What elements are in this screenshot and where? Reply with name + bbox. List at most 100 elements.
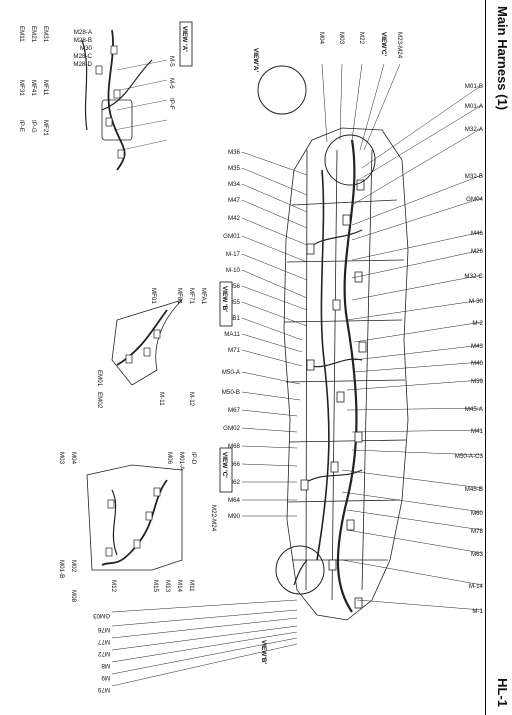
callout: M02 bbox=[70, 560, 77, 573]
callout: IP-G bbox=[30, 120, 37, 133]
callout: M42 bbox=[228, 215, 241, 222]
callout: M8 bbox=[101, 662, 110, 669]
callout: M77 bbox=[97, 638, 110, 645]
callout: M30 bbox=[80, 45, 93, 52]
callout: MF71 bbox=[188, 288, 195, 304]
callout: GM01 bbox=[223, 233, 240, 240]
bottom-right-labels: GM03 M76 M77 M72 M8 M9 M79 bbox=[93, 612, 110, 693]
callout: M28-D bbox=[73, 61, 92, 68]
callout: M78 bbox=[471, 528, 484, 535]
callout: M50-A-C3 bbox=[455, 453, 484, 460]
callout: M66 bbox=[228, 461, 241, 468]
callout: M03 bbox=[338, 32, 345, 45]
view-c-pointer: VIEW'C' bbox=[380, 32, 387, 56]
view-b-title: VIEW 'B' bbox=[221, 286, 228, 312]
callout: MF81 bbox=[176, 288, 183, 304]
callout: MA11 bbox=[224, 331, 240, 338]
callout: M-11 bbox=[158, 392, 165, 406]
callout: M-6 bbox=[168, 78, 175, 89]
callout: M-14 bbox=[469, 583, 484, 590]
callout: M-10 bbox=[226, 267, 241, 274]
callout: M36 bbox=[228, 149, 241, 156]
main-harness-drawing bbox=[257, 65, 409, 621]
under-frame-labels: M36 M35 M34 M47 M42 GM01 M-17 M-10 M56 M… bbox=[222, 149, 241, 520]
callout: M04 bbox=[318, 32, 325, 45]
callout: M50-B bbox=[222, 389, 240, 396]
callout: M04 bbox=[70, 452, 77, 465]
callout: M01-A bbox=[178, 452, 185, 471]
callout: EM02 bbox=[96, 392, 103, 409]
callout: M90 bbox=[228, 513, 241, 520]
callout: M-2 bbox=[472, 320, 483, 327]
callout: M64 bbox=[228, 497, 241, 504]
callout: M12 bbox=[110, 580, 117, 593]
callout: M34 bbox=[228, 181, 241, 188]
callout: EM21 bbox=[30, 26, 37, 43]
callout: IP-D bbox=[190, 452, 197, 465]
callout: M28-C bbox=[73, 53, 92, 60]
callout: M-30 bbox=[469, 298, 484, 305]
callout: M35 bbox=[228, 165, 241, 172]
callout: M01-A bbox=[465, 103, 484, 110]
callout: M-17 bbox=[226, 251, 241, 258]
main-callout-labels: M01-B M01-A M32-A M32-B GM04 M46 M26 M32… bbox=[455, 83, 484, 615]
callout: M-5 bbox=[168, 56, 175, 67]
callout: M45-B bbox=[465, 486, 483, 493]
callout: M55 bbox=[228, 299, 241, 306]
callout: M60 bbox=[471, 510, 484, 517]
callout: M79 bbox=[97, 686, 110, 693]
callout: M22-M24 bbox=[210, 505, 217, 532]
callout: M41 bbox=[471, 428, 484, 435]
callout: GM02 bbox=[223, 425, 240, 432]
callout: M47 bbox=[228, 197, 241, 204]
callout-leaders bbox=[111, 63, 483, 687]
callout: M-12 bbox=[188, 392, 195, 407]
callout: M14 bbox=[176, 580, 183, 593]
callout: M56 bbox=[228, 283, 241, 290]
callout: M46 bbox=[471, 230, 484, 237]
callout: M39 bbox=[471, 378, 484, 385]
callout: EM01 bbox=[96, 370, 103, 387]
callout: M22 bbox=[358, 32, 365, 45]
callout: M06 bbox=[166, 452, 173, 465]
callout: M15 bbox=[152, 580, 159, 593]
callout: M50-A bbox=[222, 369, 241, 376]
callout: M28-B bbox=[74, 37, 92, 44]
callout: MFA1 bbox=[200, 288, 207, 305]
callout: M67 bbox=[228, 407, 241, 414]
callout: M76 bbox=[97, 626, 110, 633]
callout: IP-E bbox=[18, 120, 25, 132]
callout: EM31 bbox=[42, 26, 49, 43]
callout: M63 bbox=[471, 551, 484, 558]
callout: M45-A bbox=[465, 406, 484, 413]
callout: MF31 bbox=[18, 80, 25, 96]
callout: M32-A bbox=[465, 126, 484, 133]
view-c-inset: VIEW 'C' M22-M24 M11 M14 M13 M15 M12 IP-… bbox=[58, 447, 233, 603]
callout: M11 bbox=[188, 580, 195, 592]
callout: IP-F bbox=[168, 98, 175, 110]
callout: M62 bbox=[228, 479, 241, 486]
view-a-pointer: VIEW'A' bbox=[252, 48, 259, 72]
callout: MF01 bbox=[150, 288, 157, 304]
callout: MF11 bbox=[42, 80, 49, 96]
callout: M26 bbox=[471, 248, 484, 255]
callout: M68 bbox=[228, 443, 241, 450]
callout: M28-A bbox=[74, 29, 93, 36]
callout: M03 bbox=[58, 452, 65, 465]
callout: M23-M24 bbox=[396, 32, 403, 59]
callout: MF41 bbox=[30, 80, 37, 96]
view-c-title: VIEW 'C' bbox=[221, 452, 228, 478]
callout: M72 bbox=[97, 650, 110, 657]
callout: EM11 bbox=[18, 26, 25, 42]
view-b-inset: VIEW 'B' MFA1 MF71 MF81 MF01 M-12 M-11 E… bbox=[96, 281, 233, 409]
callout: M13 bbox=[164, 580, 171, 593]
callout: M32-B bbox=[465, 173, 483, 180]
view-b-pointer: VIEW'B' bbox=[260, 640, 267, 664]
callout: GM03 bbox=[93, 612, 110, 619]
callout: MF21 bbox=[42, 120, 49, 136]
left-callout-labels: M23-M24 VIEW'C' M22 M03 M04 VIEW'A' VIEW… bbox=[252, 32, 403, 664]
view-a-inset: VIEW 'A' M-5 M-6 IP-F M28- bbox=[18, 21, 193, 171]
